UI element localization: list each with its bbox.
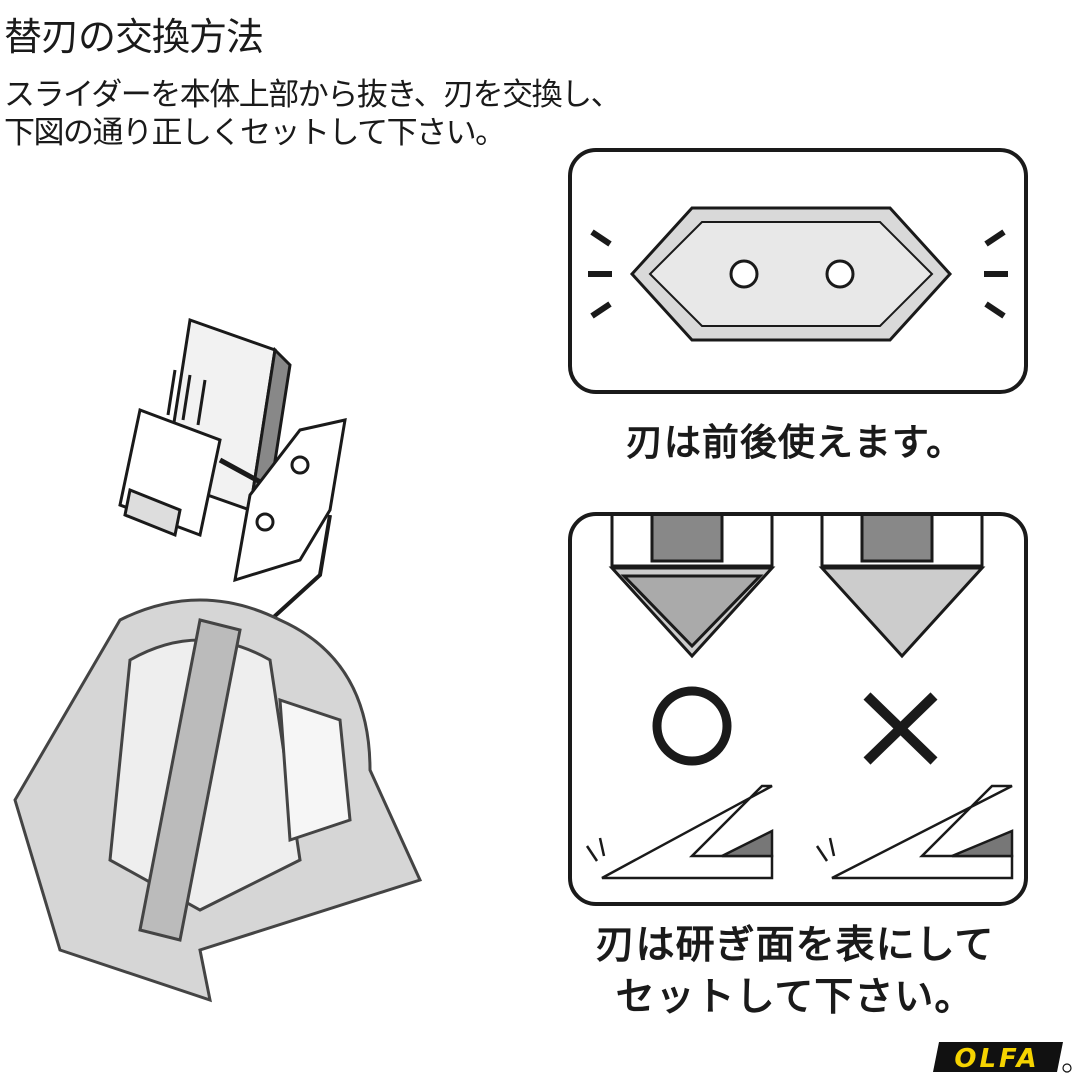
slider-part — [118, 317, 292, 538]
cutter-body — [13, 598, 423, 1003]
instruction-line-2: 下図の通り正しくセットして下さい。 — [4, 115, 506, 151]
orientation-caption-line-2: セットして下さい。 — [615, 975, 975, 1020]
instruction-line-1: スライダーを本体上部から抜き、刃を交換し、 — [4, 77, 622, 113]
instructions: スライダーを本体上部から抜き、刃を交換し、 下図の通り正しくセットして下さい。 — [4, 76, 622, 152]
cutting-detail-right — [815, 784, 1014, 880]
olfa-logo: OLFA — [933, 1042, 1072, 1074]
reversible-caption: 刃は前後使えます。 — [625, 421, 965, 464]
orientation-caption: 刃は研ぎ面を表にして セットして下さい。 — [560, 920, 1030, 1024]
wrong-mark-icon — [863, 692, 938, 765]
orientation-caption-line-1: 刃は研ぎ面を表にして — [595, 923, 995, 968]
sharp-edge-marks — [588, 229, 1008, 319]
arrow-icon — [263, 514, 332, 627]
reversible-blade-panel — [568, 148, 1028, 394]
svg-text:OLFA: OLFA — [954, 1044, 1039, 1074]
correct-blade — [608, 516, 776, 659]
correct-mark-icon — [652, 686, 732, 766]
double-edge-blade-diagram — [588, 206, 1008, 342]
orientation-diagram — [585, 516, 1014, 880]
cutter-illustration — [13, 317, 423, 1003]
wrong-blade — [818, 516, 986, 659]
page-title: 替刃の交換方法 — [4, 15, 264, 59]
blade-illustration — [233, 418, 347, 583]
cutting-detail-left — [585, 784, 774, 880]
blade-orientation-panel — [568, 512, 1028, 906]
